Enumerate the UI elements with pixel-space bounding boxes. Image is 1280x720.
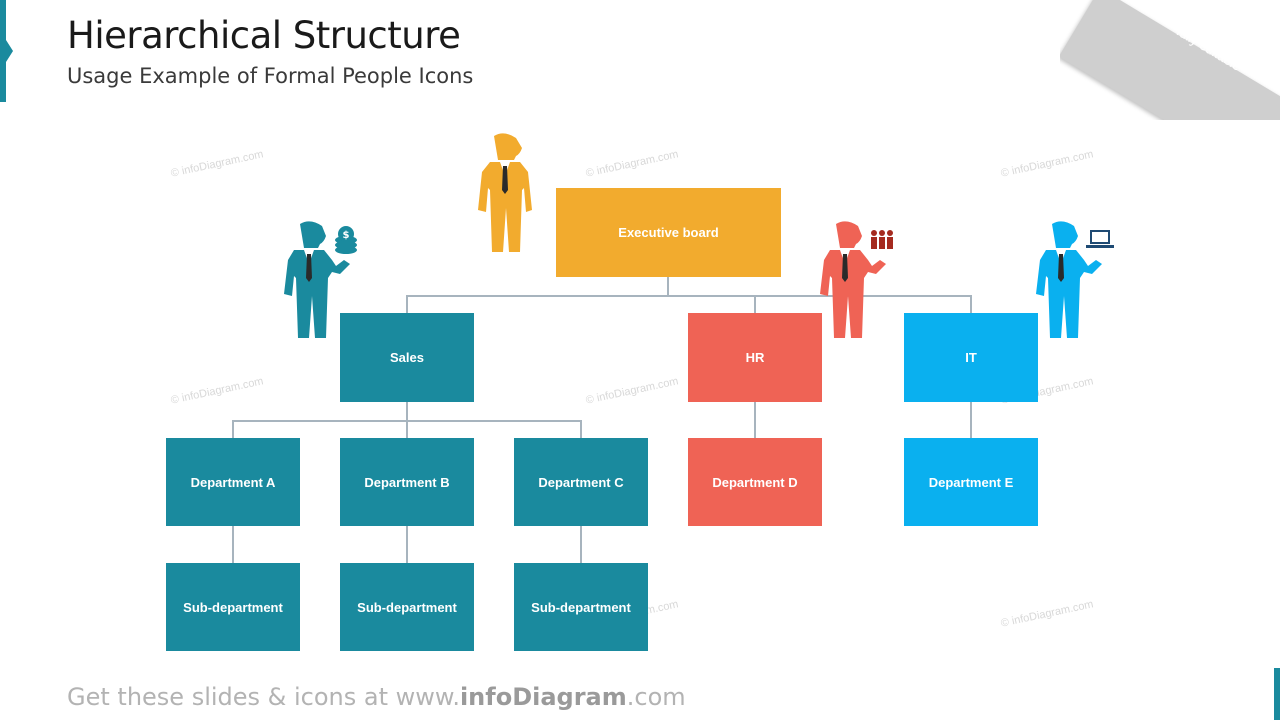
watermark: © infoDiagram.com	[169, 375, 265, 407]
node-sub-department-b: Sub-department	[340, 563, 474, 651]
node-sub-department-c: Sub-department	[514, 563, 648, 651]
connector-line	[970, 402, 972, 438]
connector-line	[406, 420, 408, 438]
usage-example-ribbon: Usage example fully editable	[1060, 0, 1280, 120]
page-subtitle: Usage Example of Formal People Icons	[67, 64, 474, 88]
node-department-e: Department E	[904, 438, 1038, 526]
connector-line	[754, 402, 756, 438]
watermark: © infoDiagram.com	[584, 375, 680, 407]
watermark: © infoDiagram.com	[584, 148, 680, 180]
node-executive-board: Executive board	[556, 188, 781, 277]
svg-text:$: $	[343, 230, 350, 241]
connector-line	[232, 420, 234, 438]
connector-line	[406, 295, 972, 297]
connector-line	[580, 526, 582, 563]
connector-line	[406, 526, 408, 563]
businessman-laptop-icon	[1036, 221, 1114, 338]
footer-link[interactable]: Get these slides & icons at www.infoDiag…	[67, 683, 686, 711]
node-department-c: Department C	[514, 438, 648, 526]
accent-bar	[0, 0, 6, 102]
connector-line	[754, 295, 756, 313]
corner-accent	[1274, 668, 1280, 720]
businessman-money-icon: $	[284, 221, 357, 338]
node-department-d: Department D	[688, 438, 822, 526]
watermark: © infoDiagram.com	[169, 148, 265, 180]
node-sub-department-a: Sub-department	[166, 563, 300, 651]
footer-prefix: Get these slides & icons at www.	[67, 683, 460, 711]
connector-line	[406, 402, 408, 421]
connector-line	[406, 295, 408, 313]
businessman-team-icon	[820, 221, 893, 338]
businessman-gold-icon	[478, 133, 532, 252]
node-department-a: Department A	[166, 438, 300, 526]
page-title: Hierarchical Structure	[67, 14, 461, 57]
node-department-b: Department B	[340, 438, 474, 526]
footer-brand: infoDiagram	[459, 683, 627, 711]
accent-notch	[6, 40, 13, 62]
connector-line	[970, 295, 972, 313]
watermark: © infoDiagram.com	[999, 148, 1095, 180]
node-hr: HR	[688, 313, 822, 402]
node-sales: Sales	[340, 313, 474, 402]
footer-suffix: .com	[626, 683, 686, 711]
connector-line	[232, 526, 234, 563]
node-it: IT	[904, 313, 1038, 402]
connector-line	[667, 277, 669, 296]
connector-line	[580, 420, 582, 438]
watermark: © infoDiagram.com	[999, 598, 1095, 630]
